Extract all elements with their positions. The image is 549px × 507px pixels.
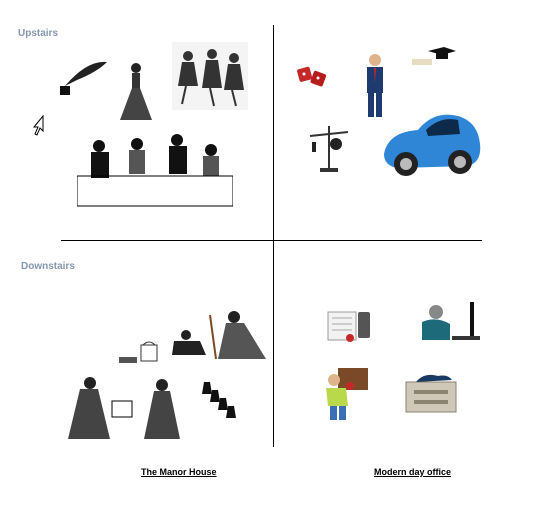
ink-quill-image — [57, 58, 111, 98]
dinner-party-image — [77, 126, 233, 208]
dice-image — [296, 66, 330, 88]
file-cabinet-image — [404, 372, 460, 416]
upstairs-label: Upstairs — [18, 28, 59, 39]
worker-carrying-box-image — [320, 366, 370, 422]
dancers-image — [172, 42, 248, 110]
graduation-cap-image — [410, 47, 456, 69]
vertical-divider — [273, 25, 274, 447]
water-carrier-maids-image — [62, 375, 186, 441]
modern-office-caption: Modern day office — [374, 467, 452, 477]
servant-bells-image — [200, 372, 240, 422]
document-phone-image — [326, 308, 374, 344]
scrubbing-maid-image — [170, 305, 270, 365]
sports-car-image — [378, 104, 484, 184]
horizontal-divider — [61, 240, 482, 241]
businessman-image — [362, 53, 388, 119]
office-worker-computer-image — [416, 300, 482, 342]
manor-house-caption: The Manor House — [141, 467, 217, 477]
downstairs-label: Downstairs — [21, 261, 75, 272]
scales-image — [304, 122, 354, 174]
iron-tray-image — [119, 339, 165, 365]
cursor-icon — [33, 115, 47, 137]
victorian-lady-image — [116, 62, 156, 122]
